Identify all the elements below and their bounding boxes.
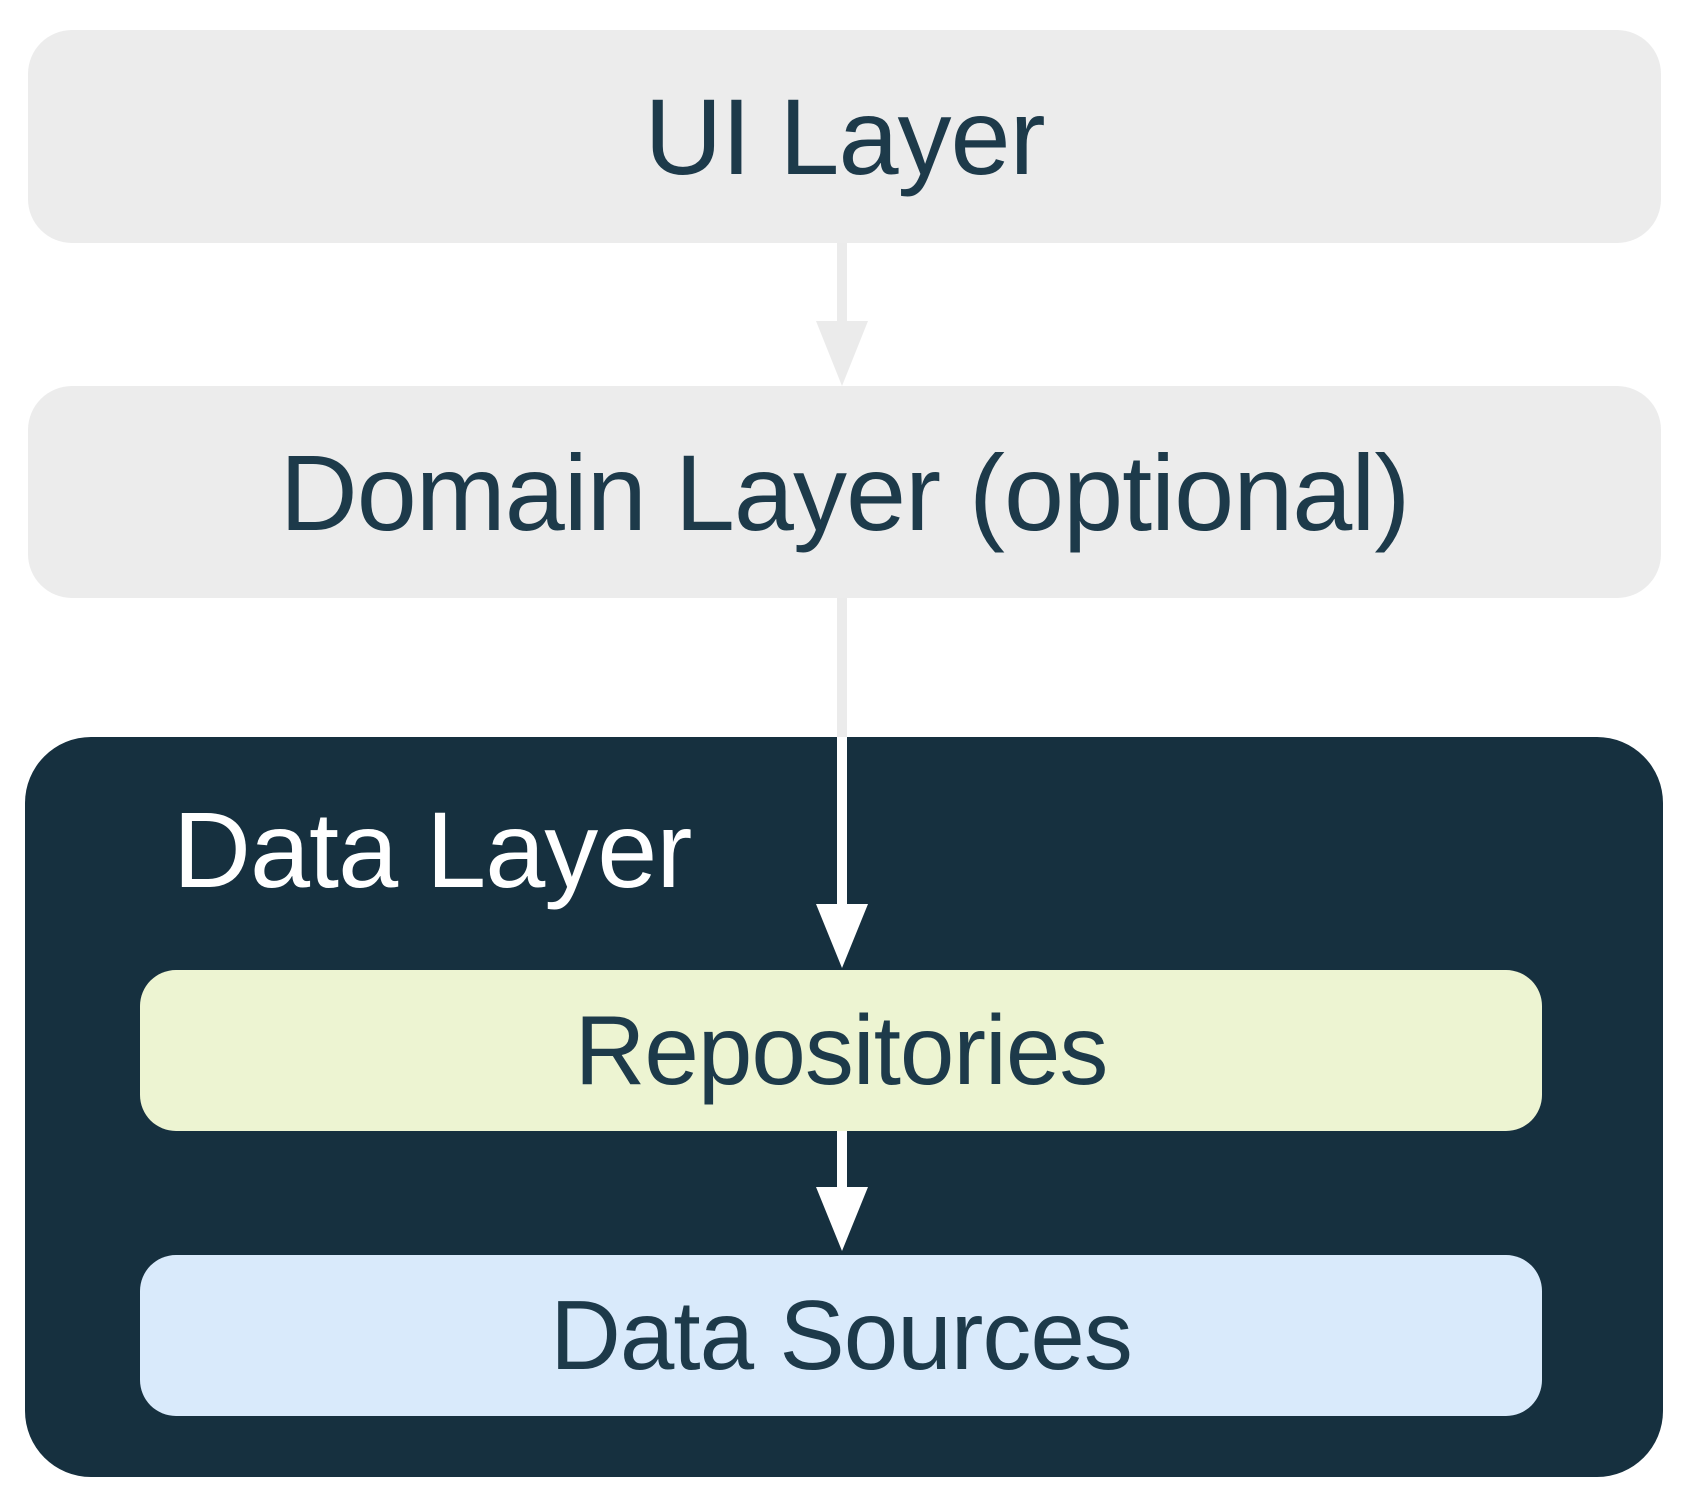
ui-layer-label: UI Layer bbox=[644, 76, 1045, 197]
arrow-stem-white bbox=[837, 737, 847, 904]
arrow-stem bbox=[837, 1131, 847, 1187]
arrow-head-icon bbox=[816, 1187, 868, 1251]
repositories-box: Repositories bbox=[140, 970, 1542, 1131]
arrow-stem bbox=[837, 243, 847, 321]
ui-layer-box: UI Layer bbox=[28, 30, 1661, 243]
data-sources-box: Data Sources bbox=[140, 1255, 1542, 1416]
arrow-stem-gray bbox=[837, 598, 847, 737]
data-layer-title: Data Layer bbox=[173, 789, 692, 910]
domain-layer-box: Domain Layer (optional) bbox=[28, 386, 1661, 598]
repositories-label: Repositories bbox=[574, 995, 1109, 1105]
domain-layer-label: Domain Layer (optional) bbox=[279, 431, 1411, 553]
arrow-head-icon bbox=[816, 321, 868, 386]
data-sources-label: Data Sources bbox=[550, 1280, 1133, 1390]
arrow-head-icon bbox=[816, 904, 868, 968]
